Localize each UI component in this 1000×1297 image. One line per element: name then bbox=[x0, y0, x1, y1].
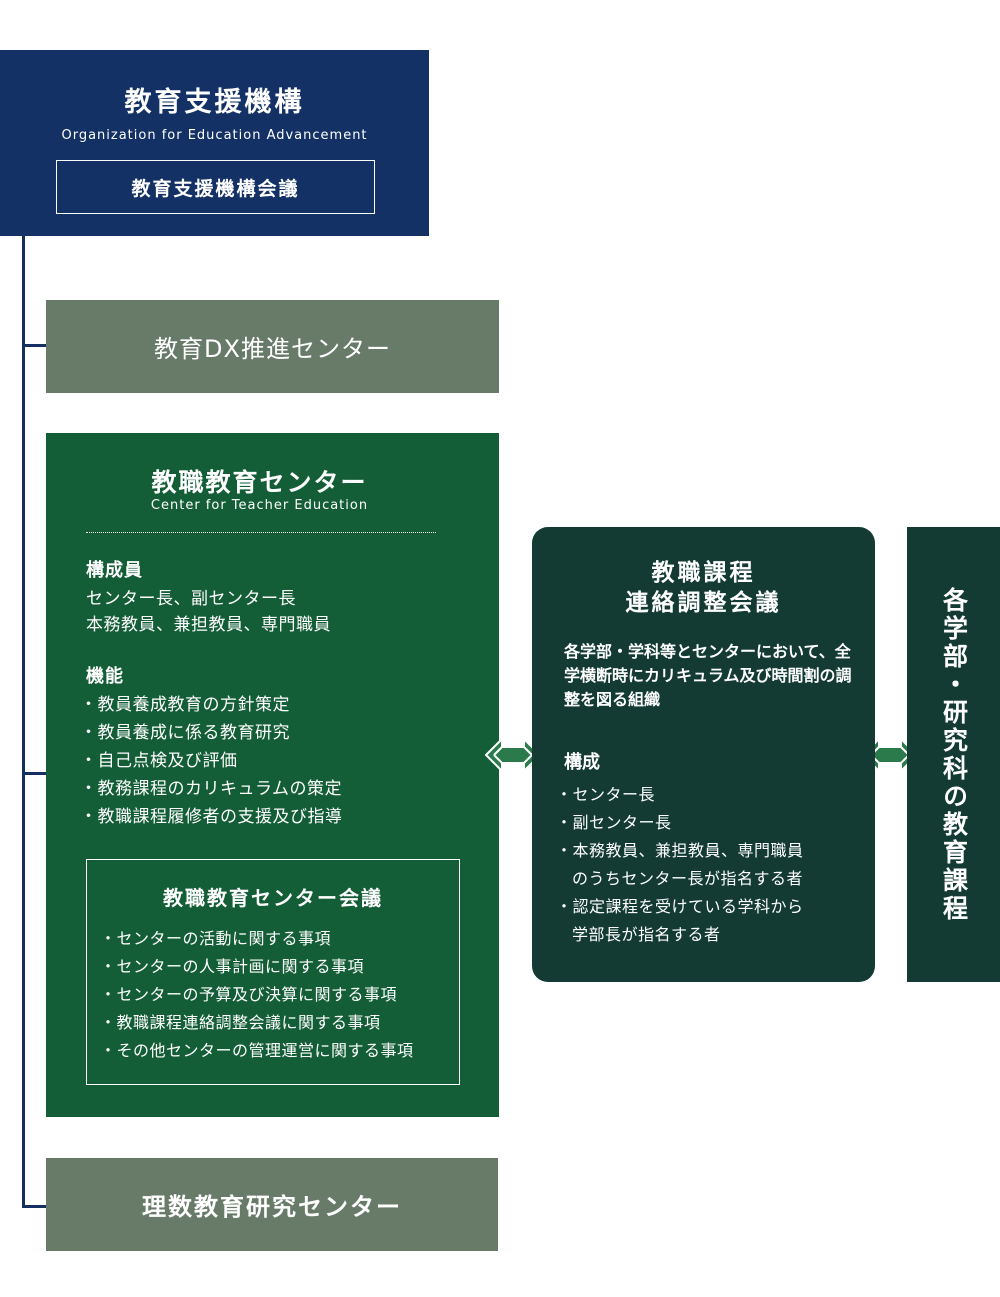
functions-item: 教員養成教育の方針策定 bbox=[80, 691, 343, 719]
dotted-divider bbox=[86, 532, 436, 533]
faculties-box: 各学部・研究科の教育課程 bbox=[907, 527, 1000, 982]
liaison-title-line: 教職課程 bbox=[651, 560, 756, 586]
functions-item: 教員養成に係る教育研究 bbox=[80, 719, 343, 747]
liaison-council-title: 教職課程 連絡調整会議 bbox=[532, 558, 875, 618]
members-list: センター長、副センター長 本務教員、兼担教員、専門職員 bbox=[86, 586, 331, 638]
composition-item: 本務教員、兼担教員、専門職員 bbox=[556, 837, 804, 865]
connector-teacher-center bbox=[22, 772, 46, 775]
faculties-label: 各学部・研究科の教育課程 bbox=[939, 586, 969, 923]
composition-item: 副センター長 bbox=[556, 809, 804, 837]
liaison-title-line: 連絡調整会議 bbox=[625, 590, 782, 616]
organization-box bbox=[0, 50, 429, 236]
connector-science bbox=[22, 1205, 46, 1208]
teacher-council-item: センターの活動に関する事項 bbox=[100, 925, 414, 953]
composition-item: センター長 bbox=[556, 781, 804, 809]
members-heading: 構成員 bbox=[86, 560, 143, 581]
teacher-council-box bbox=[86, 859, 460, 1085]
teacher-center-subtitle: Center for Teacher Education bbox=[150, 498, 369, 513]
bidirectional-arrow-icon bbox=[485, 738, 541, 772]
organization-council: 教育支援機構会議 bbox=[56, 160, 375, 214]
organization-subtitle: Organization for Education Advancement bbox=[61, 128, 368, 143]
composition-item-continued: のうちセンター長が指名する者 bbox=[572, 869, 804, 888]
composition-list: センター長 副センター長 本務教員、兼担教員、専門職員 のうちセンター長が指名す… bbox=[556, 781, 804, 949]
teacher-council-item: センターの予算及び決算に関する事項 bbox=[100, 981, 414, 1009]
composition-heading: 構成 bbox=[564, 752, 600, 773]
science-center-box: 理数教育研究センター bbox=[46, 1158, 498, 1251]
members-item: 本務教員、兼担教員、専門職員 bbox=[86, 615, 331, 635]
liaison-description: 各学部・学科等とセンターにおいて、全学横断時にカリキュラム及び時間割の調整を図る… bbox=[564, 642, 852, 709]
teacher-council-item: その他センターの管理運営に関する事項 bbox=[100, 1037, 414, 1065]
functions-item: 教職課程履修者の支援及び指導 bbox=[80, 803, 343, 831]
science-center-label: 理数教育研究センター bbox=[142, 1193, 402, 1221]
teacher-council-item: センターの人事計画に関する事項 bbox=[100, 953, 414, 981]
functions-item: 教務課程のカリキュラムの策定 bbox=[80, 775, 343, 803]
teacher-center-title: 教職教育センター bbox=[151, 468, 368, 497]
functions-item: 自己点検及び評価 bbox=[80, 747, 343, 775]
composition-item-continued: 学部長が指名する者 bbox=[572, 925, 721, 944]
dx-center-label: 教育DX推進センター bbox=[154, 335, 391, 363]
organization-title: 教育支援機構 bbox=[124, 87, 305, 118]
teacher-council-title: 教職教育センター会議 bbox=[163, 886, 383, 910]
teacher-council-list: センターの活動に関する事項 センターの人事計画に関する事項 センターの予算及び決… bbox=[100, 925, 414, 1065]
connector-vertical bbox=[22, 236, 25, 1208]
connector-dx bbox=[22, 344, 46, 347]
functions-list: 教員養成教育の方針策定 教員養成に係る教育研究 自己点検及び評価 教務課程のカリ… bbox=[80, 691, 343, 831]
dx-center-box: 教育DX推進センター bbox=[46, 300, 499, 393]
functions-heading: 機能 bbox=[86, 666, 124, 687]
composition-item: 認定課程を受けている学科から bbox=[556, 893, 804, 921]
teacher-council-item: 教職課程連絡調整会議に関する事項 bbox=[100, 1009, 414, 1037]
members-item: センター長、副センター長 bbox=[86, 589, 296, 609]
